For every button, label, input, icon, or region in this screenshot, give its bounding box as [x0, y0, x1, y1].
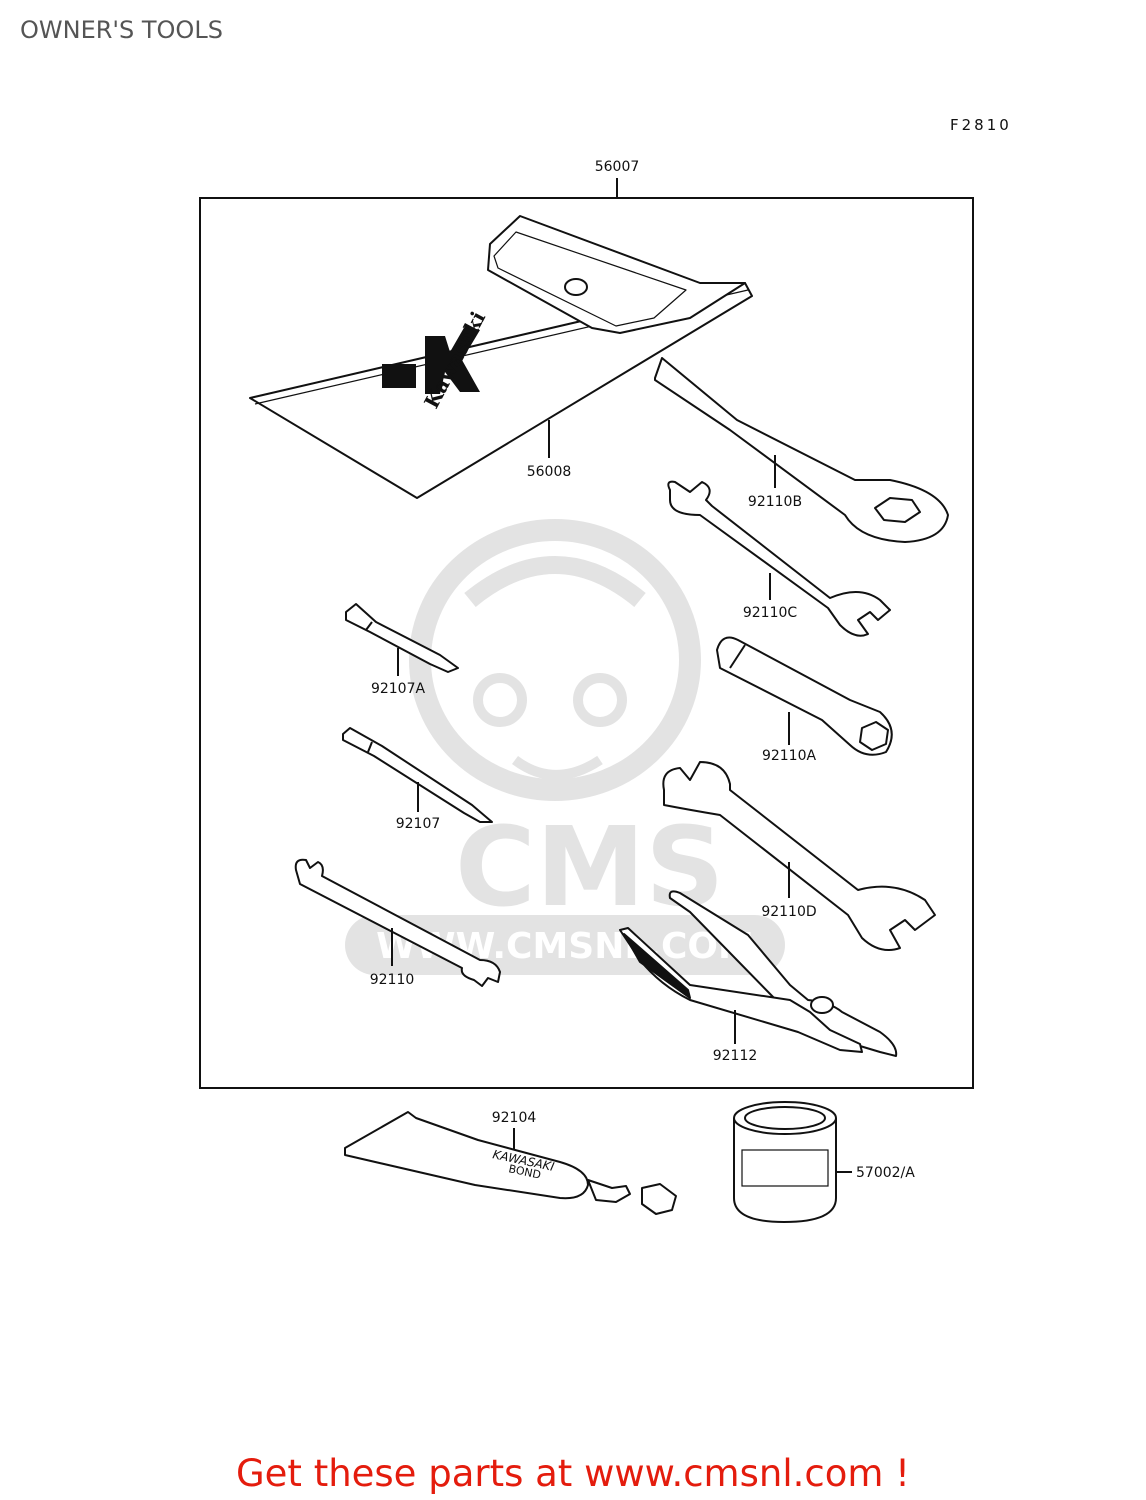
label-92112: 92112 [713, 1048, 758, 1064]
watermark-logo: CMS [455, 803, 724, 931]
label-92110: 92110 [370, 972, 415, 988]
label-92107a: 92107A [371, 681, 426, 697]
label-92110d: 92110D [761, 904, 816, 920]
label-56008: 56008 [527, 464, 572, 480]
label-92110b: 92110B [748, 494, 802, 510]
tool-bag: Kawasaki [249, 215, 753, 499]
label-92107: 92107 [396, 816, 441, 832]
label-92104: 92104 [492, 1110, 537, 1126]
label-57002a: 57002/A [856, 1165, 915, 1181]
figure-code: F2810 [950, 116, 1012, 134]
oil-can [733, 1101, 837, 1224]
spark-plug-wrench [716, 636, 893, 756]
large-wrench [662, 761, 936, 951]
screwdriver-handle [294, 858, 501, 987]
box-spanner [654, 357, 949, 543]
label-92110c: 92110C [743, 605, 798, 621]
small-wrench [667, 480, 891, 637]
label-56007: 56007 [595, 159, 640, 175]
bond-tube: KAWASAKI BOND [344, 1111, 677, 1215]
kit-box [199, 197, 974, 1089]
screwdriver-bit-a [345, 603, 459, 673]
screwdriver [342, 727, 493, 823]
footer-banner[interactable]: Get these parts at www.cmsnl.com ! [235, 1452, 910, 1495]
pliers [619, 890, 898, 1057]
page-title: OWNER'S TOOLS [20, 16, 223, 44]
label-92110a: 92110A [762, 748, 817, 764]
cms-watermark: CMS WWW.CMSNL.COM [345, 519, 785, 975]
